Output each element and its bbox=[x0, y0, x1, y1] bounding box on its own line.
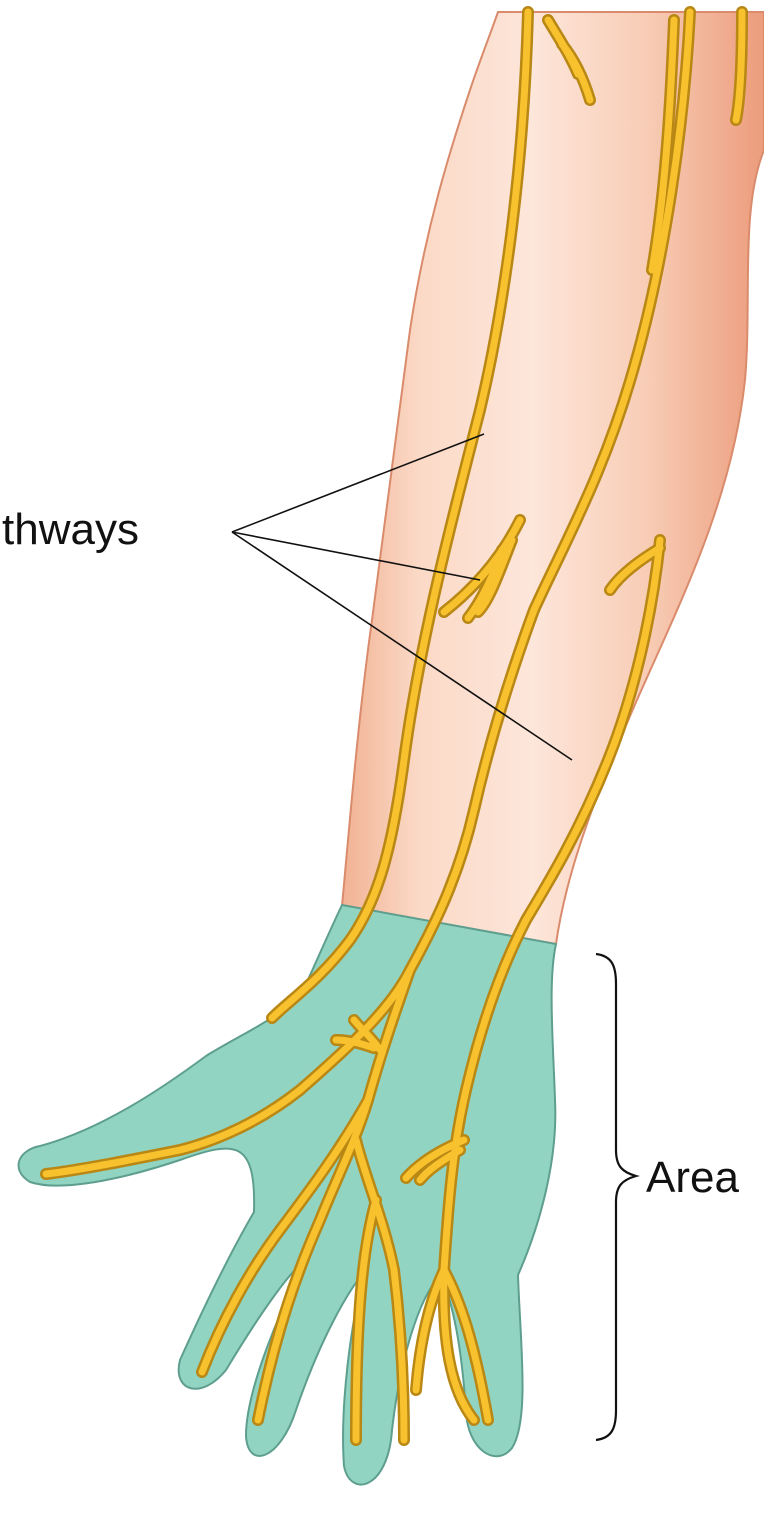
forearm bbox=[342, 12, 764, 944]
area-brace bbox=[596, 954, 636, 1440]
label-area: Area bbox=[646, 1156, 739, 1200]
hand bbox=[19, 905, 556, 1484]
label-pathways: thways bbox=[2, 508, 139, 552]
